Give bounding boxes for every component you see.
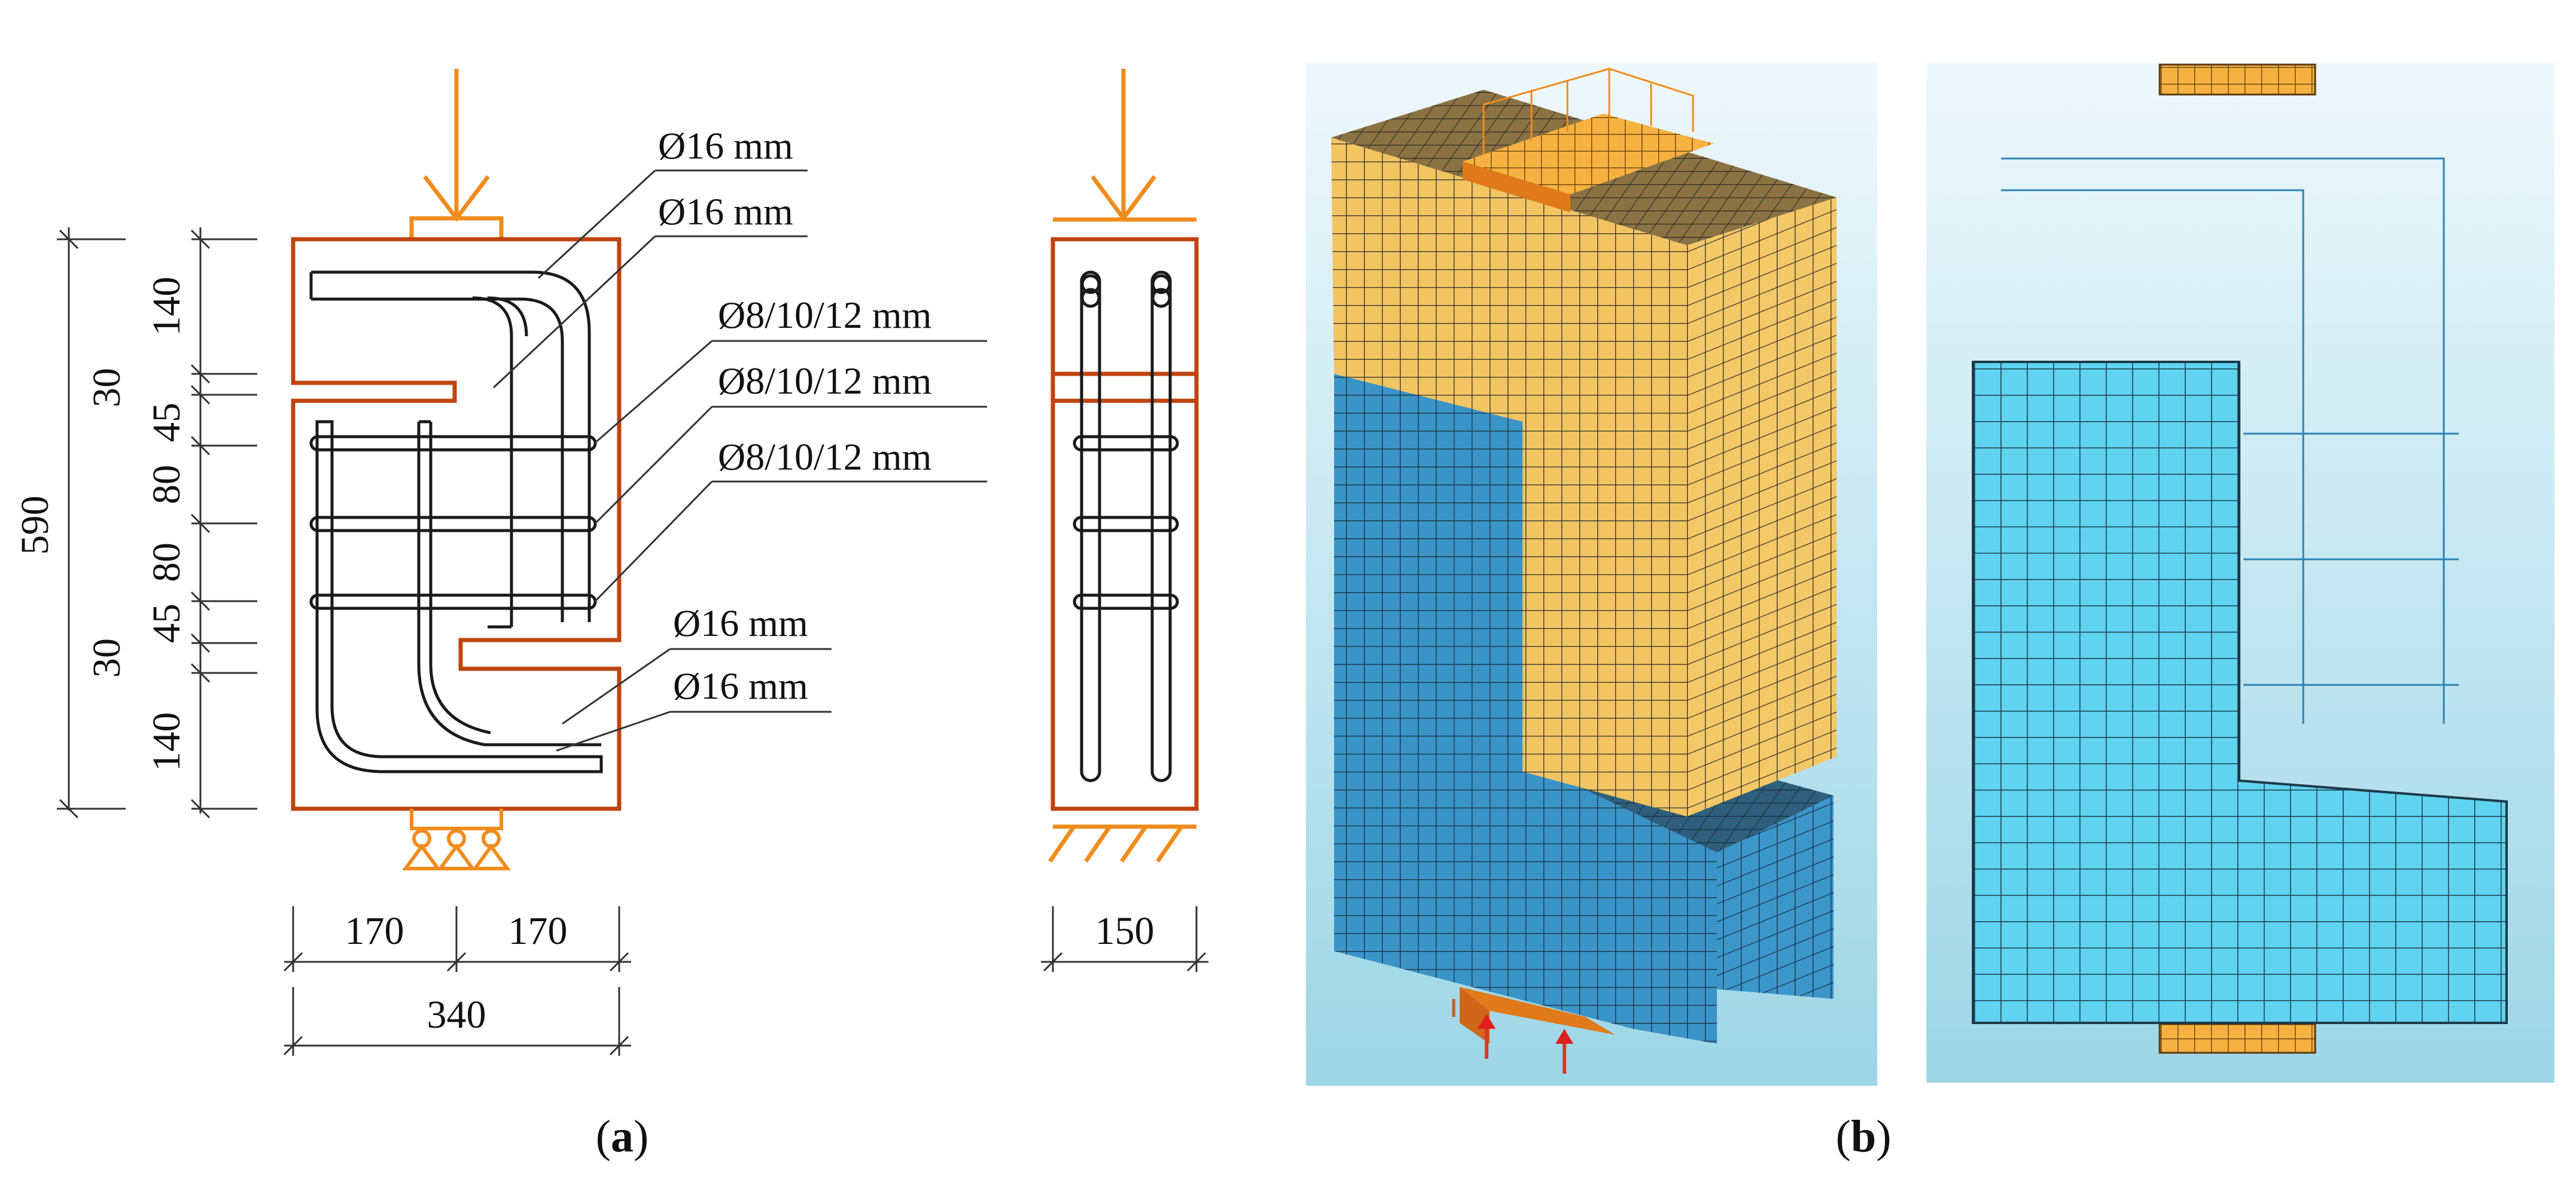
load-arrow-front: [409, 69, 504, 239]
caption-b-close: ): [1876, 1111, 1891, 1162]
bar-label-1: Ø16 mm: [658, 124, 793, 167]
bottom-support-plate-front: [1460, 987, 1490, 1044]
bar-label-4: Ø8/10/12 mm: [718, 360, 931, 402]
dim-width-right: 170: [508, 909, 568, 953]
dim-width-total: 340: [427, 993, 486, 1037]
dim-side-width: 150: [1095, 909, 1155, 953]
reaction-arrows: [1452, 999, 1573, 1074]
bar-label-7: Ø16 mm: [673, 665, 808, 707]
panel-b-2d-mesh: [1926, 63, 2554, 1083]
horizontal-dimension-lines: [283, 906, 631, 1056]
dim-30-bottom: 30: [85, 638, 129, 678]
dim-total-height: 590: [13, 496, 57, 555]
dim-45-top: 45: [145, 403, 188, 442]
rebar-lines-2d: [2001, 157, 2459, 724]
top-loading-plate-side: [1463, 162, 1570, 212]
caption-a-letter: a: [611, 1111, 634, 1162]
dim-width-left: 170: [345, 909, 404, 953]
blue-block-front-face: [1334, 374, 1717, 1044]
dim-140-bottom: 140: [145, 712, 188, 772]
bottom-support-plate: [1460, 987, 1615, 1035]
panel-a-drawing: 590 140 30 45 80 80 45 30 140: [13, 69, 1208, 1162]
bar-label-2: Ø16 mm: [658, 190, 793, 233]
top-plate-2d: [2158, 63, 2316, 96]
yellow-block-side-face: [1687, 197, 1837, 817]
bottom-plate-2d: [2158, 1023, 2316, 1054]
caption-b-letter: b: [1851, 1111, 1876, 1162]
vertical-dimension-lines: [57, 227, 257, 819]
dim-30-top: 30: [85, 368, 129, 407]
bar-leader-lines: [492, 169, 987, 752]
caption-a: (a): [596, 1111, 649, 1162]
load-arrows-3d: [1482, 68, 1694, 156]
light-blue-mesh-body: [1972, 361, 2508, 1024]
specimen-outline-front: [291, 237, 622, 811]
bar-label-5: Ø8/10/12 mm: [718, 435, 931, 478]
dim-80-top: 80: [145, 465, 188, 504]
side-view: 150: [1041, 69, 1208, 972]
dim-45-bottom: 45: [145, 604, 188, 643]
bar-label-3: Ø8/10/12 mm: [718, 294, 931, 336]
top-loading-plate: [1463, 114, 1714, 194]
dim-80-bottom: 80: [145, 543, 188, 582]
caption-b: (b): [1836, 1111, 1892, 1162]
rebar-cage-front: [309, 270, 603, 773]
yellow-block-front-face: [1331, 138, 1687, 817]
dim-140-top: 140: [145, 277, 188, 336]
support-front: [402, 809, 511, 870]
caption-a-open: (: [596, 1111, 611, 1162]
caption-a-close: ): [634, 1111, 648, 1162]
panel-b-3d-mesh: [1306, 63, 1877, 1086]
caption-b-open: (: [1836, 1111, 1851, 1162]
bar-label-6: Ø16 mm: [673, 602, 808, 644]
